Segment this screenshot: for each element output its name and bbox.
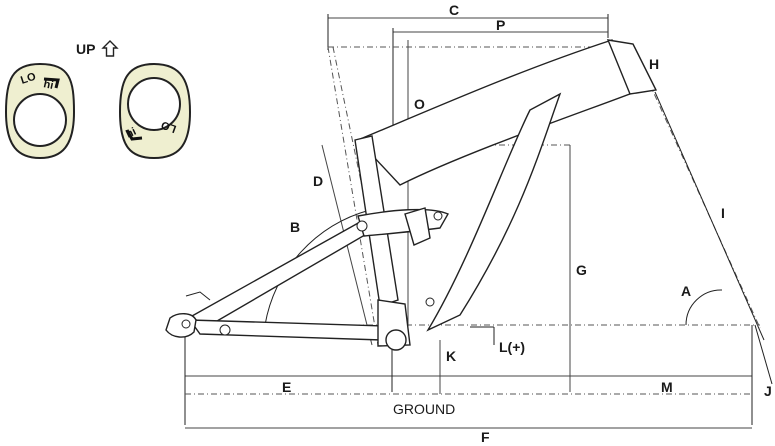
label-P: P (496, 17, 505, 33)
dimension-lines (184, 14, 773, 429)
label-K: K (446, 348, 456, 364)
label-D: D (313, 173, 323, 189)
bike-frame (165, 39, 658, 351)
label-L: L(+) (499, 339, 525, 355)
label-J: J (764, 383, 772, 399)
label-G: G (576, 262, 587, 278)
label-A: A (681, 283, 691, 299)
label-E: E (282, 379, 291, 395)
label-H: H (649, 56, 659, 72)
label-M: M (661, 379, 673, 395)
label-F: F (481, 429, 490, 445)
ground-label: GROUND (393, 401, 455, 417)
label-I: I (721, 205, 725, 221)
arrow-up-outline-icon (101, 40, 119, 57)
chip-left-hi: hi (42, 78, 54, 92)
chip-left-lo: LO (19, 71, 38, 87)
label-C: C (449, 2, 459, 18)
up-indicator: UP (76, 40, 119, 57)
chip-right-hi: hi (124, 126, 138, 141)
label-B: B (290, 219, 300, 235)
label-O: O (414, 96, 425, 112)
up-label: UP (76, 41, 95, 57)
chip-right-lo: LO (159, 118, 178, 135)
flip-chip-left: LO hi (4, 62, 76, 160)
flip-chip-right: hi LO (118, 62, 192, 160)
